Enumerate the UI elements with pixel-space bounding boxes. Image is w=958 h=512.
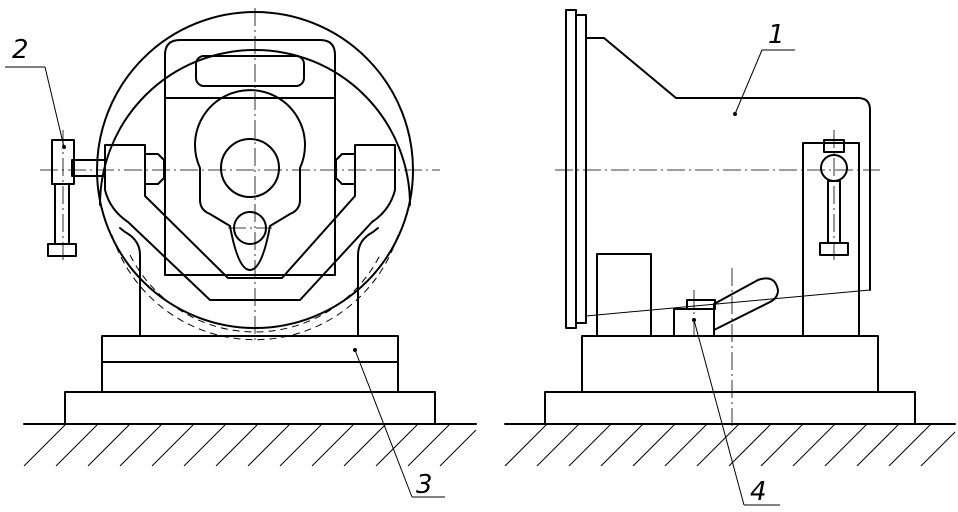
- workpiece-body: [164, 39, 336, 276]
- callout-2-dot: [62, 145, 66, 149]
- callout-4-label: 4: [750, 477, 767, 507]
- mounting-plate-right: [581, 335, 879, 393]
- callout-4-dot: [692, 318, 696, 322]
- body-profile: [585, 37, 871, 291]
- callout-4: 4: [692, 318, 780, 507]
- ground-hatching-left: [23, 423, 477, 467]
- callout-1: 1: [733, 20, 795, 116]
- callout-1-leader: [734, 49, 763, 115]
- base-plate-left: [64, 391, 436, 425]
- callout-2-leader: [44, 66, 65, 148]
- rear-post: [802, 142, 860, 337]
- front-view: [23, 8, 477, 467]
- keyhole-plate: [194, 89, 306, 271]
- callout-2-label: 2: [12, 35, 29, 65]
- locating-pin-right: [335, 153, 356, 185]
- faceplate-rim-outer: [565, 9, 577, 329]
- workpiece-slot: [195, 55, 305, 87]
- pedestal-left-side: [119, 227, 141, 337]
- screw-shank: [54, 183, 70, 245]
- base-plate-right: [544, 391, 916, 425]
- callout-3-label: 3: [416, 470, 433, 500]
- screw-sleeve: [71, 159, 106, 177]
- v-support: [104, 144, 396, 301]
- callout-3-dot: [353, 348, 357, 352]
- clamp-lever: [713, 277, 779, 331]
- faceplate-rim-inner: [575, 14, 587, 324]
- side-view: [504, 9, 956, 467]
- pedestal-right-side: [357, 227, 379, 337]
- front-block: [596, 253, 652, 337]
- locating-pin-left: [144, 153, 165, 185]
- callout-1-dot: [733, 112, 737, 116]
- callout-3: 3: [353, 348, 445, 500]
- screw-head: [47, 243, 77, 257]
- ground-hatching-right: [504, 423, 956, 467]
- callout-4-leader: [693, 319, 745, 506]
- callout-1-label: 1: [768, 20, 785, 50]
- bore-upper: [220, 138, 280, 198]
- body-bottom-edge: [585, 289, 871, 317]
- callout-3-leader: [354, 349, 413, 498]
- callout-2: 2: [5, 35, 66, 149]
- mounting-plate-left: [101, 335, 399, 393]
